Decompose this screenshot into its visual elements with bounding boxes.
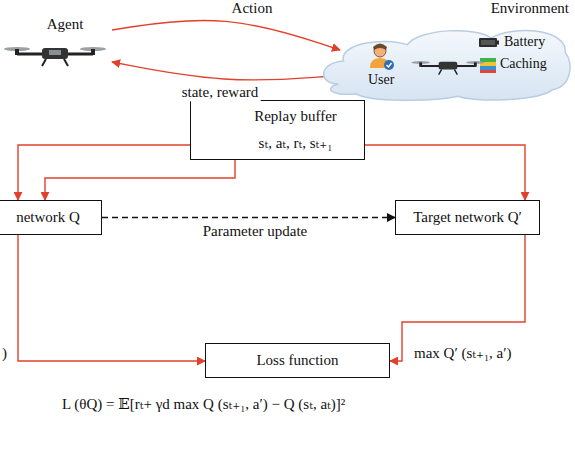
- buffer-to-network-line: [45, 160, 235, 200]
- node-title: Target network Q′: [413, 209, 522, 226]
- network-to-loss-line: [18, 235, 205, 361]
- target-to-loss-line: [390, 235, 525, 361]
- node-title: network Q: [16, 209, 80, 226]
- battery-charge: [481, 40, 495, 45]
- node-title: Loss function: [256, 352, 338, 369]
- node-title: Agent: [47, 16, 84, 33]
- edge-label: Action: [230, 0, 275, 17]
- cache-stripe: [480, 58, 496, 62]
- parameter-update-arrow: [102, 217, 395, 218]
- battery-icon: [479, 38, 499, 47]
- battery-body: [479, 38, 497, 47]
- agent-drone: [4, 47, 106, 66]
- caching-icon: [480, 58, 496, 73]
- cache-stripe: [480, 66, 496, 70]
- node-text: Caching: [500, 56, 547, 72]
- network-box: network Q: [0, 200, 102, 235]
- node-text: User: [368, 72, 394, 88]
- drone-top: [49, 50, 61, 55]
- node-text: sₜ, aₜ, rₜ, sₜ₊₁: [259, 135, 333, 152]
- drone-leg: [42, 59, 46, 66]
- loss-formula: L (θQ) = 𝔼[rₜ+ γd max Q (sₜ₊₁, a′) − Q (…: [62, 396, 345, 413]
- cache-stripe: [480, 70, 496, 73]
- node-title: Environment: [491, 0, 569, 17]
- target-max-term: max Q′ (sₜ₊₁, a′): [414, 345, 512, 362]
- drone-leg: [64, 59, 68, 66]
- state-reward-arrow: [112, 62, 332, 80]
- user-check: [387, 63, 392, 67]
- cloud-shape: [324, 31, 570, 101]
- battery-terminal: [497, 41, 499, 45]
- replay-buffer-box: Replay buffer sₜ, aₜ, rₜ, sₜ₊₁: [190, 100, 365, 160]
- target-network-box: Target network Q′: [395, 200, 540, 235]
- buffer-to-network-line: [18, 145, 190, 200]
- user-badge: [384, 60, 394, 70]
- loss-function-box: Loss function: [205, 343, 390, 378]
- node-text: Battery: [504, 34, 545, 50]
- action-arrow: [112, 20, 340, 50]
- buffer-to-target-line: [365, 145, 525, 200]
- environment-drone: [411, 61, 484, 75]
- cut-off-bracket: ): [2, 345, 7, 362]
- edge-label: Parameter update: [201, 223, 310, 240]
- user-icon: [370, 44, 394, 71]
- drone-leg: [454, 70, 457, 75]
- environment-cloud: EnvironmentBatteryCachingUser: [318, 0, 573, 104]
- drone-leg: [439, 70, 442, 75]
- drone-body: [439, 62, 458, 70]
- node-title: Replay buffer: [254, 108, 337, 125]
- drone-body: [42, 48, 68, 59]
- edge-label: state, reward: [180, 84, 261, 101]
- user-hair: [373, 44, 387, 51]
- agent-node: Agent: [20, 16, 110, 68]
